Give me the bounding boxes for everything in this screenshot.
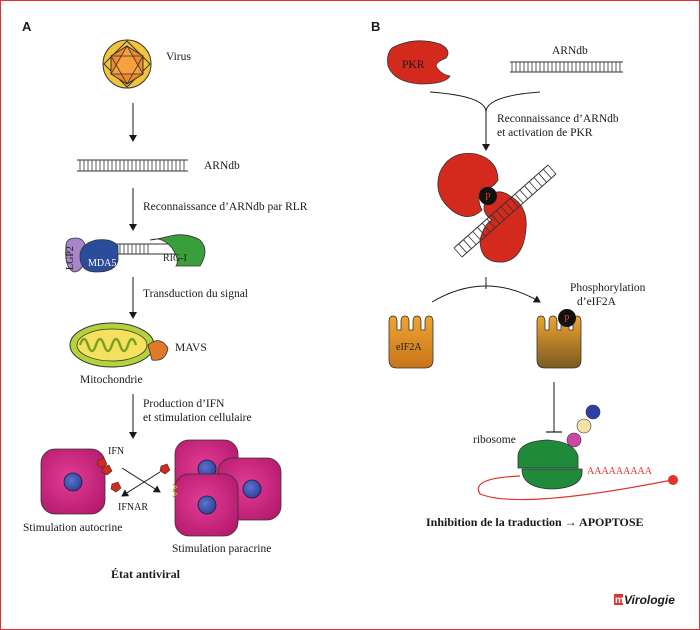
arndb-label-b: ARNdb — [552, 45, 588, 57]
mavs-label: MAVS — [175, 342, 207, 354]
ribosome-icon — [517, 439, 583, 490]
mrna-strand — [477, 475, 673, 501]
mrna-cap — [668, 475, 678, 485]
mitochondrion-icon — [69, 322, 169, 368]
step-ifn-label-2: et stimulation cellulaire — [143, 412, 252, 424]
activation-label-2: et activation de PKR — [497, 127, 593, 139]
step-recognition-label: Reconnaissance d’ARNdb par RLR — [143, 201, 308, 213]
paracrine-label: Stimulation paracrine — [172, 543, 271, 555]
ifnar-label: IFNAR — [118, 502, 148, 513]
logo-badge — [614, 594, 623, 605]
arndb-strand — [77, 159, 188, 172]
ifn-molecules — [96, 457, 171, 493]
mitochondrion-label: Mitochondrie — [80, 374, 143, 386]
lgp2-label: LGP2 — [65, 246, 76, 270]
eif2a-label: eIF2A — [396, 342, 422, 353]
initiation-factor-beads — [566, 404, 601, 448]
pkr-dimer — [437, 153, 557, 263]
logo-text: Virologie — [624, 593, 675, 607]
eif2a-icon — [388, 315, 434, 369]
logo-badge-letter: m — [615, 595, 624, 606]
pkr-label: PKR — [402, 59, 425, 71]
virus-icon — [102, 39, 152, 89]
panel-a-label: A — [22, 19, 32, 34]
mda5-label: MDA5 — [88, 258, 116, 269]
step-transduction-label: Transduction du signal — [143, 288, 248, 300]
ribosome-label: ribosome — [473, 434, 516, 446]
step-ifn-label-1: Production d’IFN — [143, 398, 225, 410]
phosphorylation-label-2: d’eIF2A — [577, 296, 617, 308]
rlr-complex — [65, 234, 206, 273]
arndb-label: ARNdb — [204, 160, 240, 172]
pkr-icon — [387, 40, 451, 85]
eif2a-phospho-icon — [536, 309, 582, 369]
activation-label-1: Reconnaissance d’ARNdb — [497, 113, 619, 125]
converging-bracket — [429, 91, 541, 113]
polya-tail: AAAAAAAAA — [587, 466, 653, 477]
ifn-label: IFN — [108, 446, 124, 457]
phospho-p-2: P — [564, 314, 570, 325]
panel-b-label: B — [371, 19, 380, 34]
arrow-phosphorylation — [431, 285, 541, 303]
paracrine-cells — [172, 439, 282, 537]
phospho-p-1: P — [485, 192, 491, 203]
autocrine-cell — [40, 448, 106, 515]
signaling-arrows — [121, 467, 161, 497]
antiviral-state-label: État antiviral — [111, 567, 181, 581]
result-label: Inhibition de la traduction → APOPTOSE — [426, 515, 644, 529]
rig1-label: RIG-I — [163, 253, 187, 264]
virus-label: Virus — [166, 51, 191, 63]
autocrine-label: Stimulation autocrine — [23, 522, 122, 534]
arndb-strand-b — [510, 61, 623, 73]
phosphorylation-label-1: Phosphorylation — [570, 282, 646, 294]
